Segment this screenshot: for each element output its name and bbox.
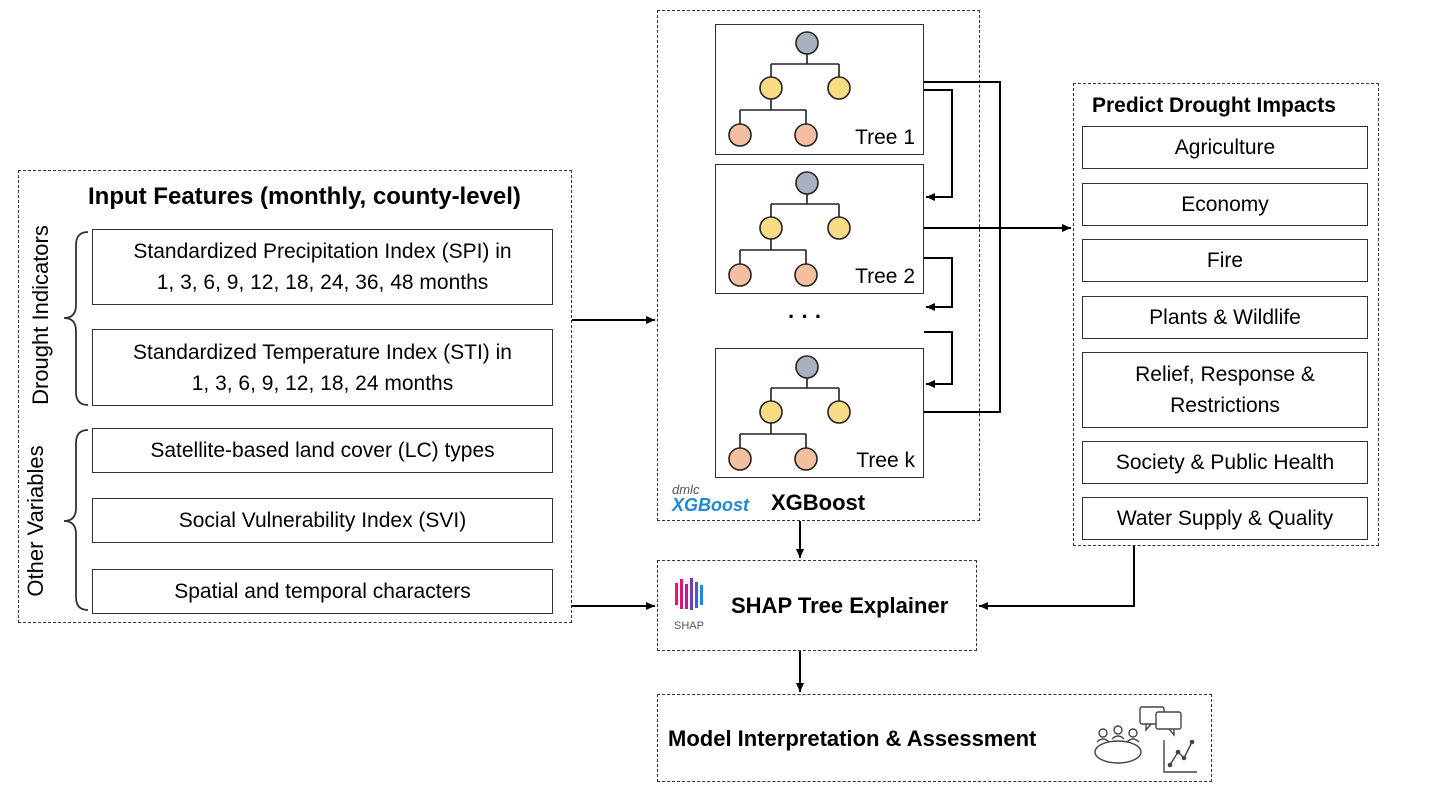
xgboost-logo: XGBoost — [672, 495, 750, 515]
tree-2-mid-node-right — [827, 216, 851, 240]
svi-feature-box: Social Vulnerability Index (SVI) — [92, 498, 553, 543]
tree-k-mid-node-right — [827, 400, 851, 424]
xgboost-panel — [657, 10, 980, 521]
tree-2-upper-edges — [770, 194, 840, 217]
xgboost-title: XGBoost — [771, 490, 866, 515]
tree-k-mid-node-left — [759, 400, 783, 424]
impact-society-health: Society & Public Health — [1082, 441, 1368, 484]
spi-line2: 1, 3, 6, 9, 12, 18, 24, 36, 48 months — [156, 271, 489, 294]
tree-k-lower-edges — [739, 423, 807, 448]
input-features-title: Input Features (monthly, county-level) — [88, 183, 521, 210]
spi-feature-box: Standardized Precipitation Index (SPI) i… — [92, 229, 553, 305]
tree-k-leaf-node-right — [794, 447, 818, 471]
dmlc-logo-text: dmlc — [672, 482, 700, 497]
tree-1-leaf-node-left — [728, 123, 752, 147]
land-cover-feature-box: Satellite-based land cover (LC) types — [92, 428, 553, 473]
tree1-output-line — [924, 81, 1001, 413]
shap-logo-icon — [675, 578, 703, 610]
tree-k-root-node — [795, 355, 819, 379]
drought-indicators-brace — [63, 231, 89, 406]
impacts-to-shap-arrow — [979, 546, 1135, 610]
impact-fire: Fire — [1082, 239, 1368, 282]
relief-line1: Relief, Response & — [1135, 363, 1315, 386]
impacts-title: Predict Drought Impacts — [1092, 94, 1336, 117]
tree-1-lower-edges — [739, 99, 807, 124]
relief-line2: Restrictions — [1170, 394, 1280, 417]
sti-line1: Standardized Temperature Index (STI) in — [133, 340, 512, 364]
tree-k-upper-edges — [770, 378, 840, 401]
tree-2-label: Tree 2 — [855, 265, 915, 288]
impact-water-supply: Water Supply & Quality — [1082, 497, 1368, 540]
spatial-temporal-feature-box: Spatial and temporal characters — [92, 569, 553, 614]
ellipsis-to-treek-arrow — [924, 331, 953, 388]
shap-title: SHAP Tree Explainer — [731, 593, 949, 618]
tree-2-leaf-node-left — [728, 263, 752, 287]
tree-2-root-node — [795, 171, 819, 195]
tree-1-upper-edges — [770, 54, 840, 77]
tree-1-mid-node-right — [827, 76, 851, 100]
spi-line1: Standardized Precipitation Index (SPI) i… — [133, 240, 512, 263]
interpretation-title: Model Interpretation & Assessment — [668, 726, 1037, 751]
impacts-panel — [1073, 83, 1379, 546]
tree-1-leaf-node-right — [794, 123, 818, 147]
shap-logo-text: SHAP — [674, 620, 704, 632]
impact-agriculture: Agriculture — [1082, 126, 1368, 169]
tree-diagrams — [728, 31, 851, 471]
tree-2-leaf-node-right — [794, 263, 818, 287]
tree-2-mid-node-left — [759, 216, 783, 240]
sti-feature-box: Standardized Temperature Index (STI) in … — [92, 329, 553, 406]
tree-k-leaf-node-left — [728, 447, 752, 471]
tree-1-root-node — [795, 31, 819, 55]
tree2-to-ellipsis-arrow — [924, 257, 953, 311]
other-variables-brace — [63, 429, 89, 611]
impact-plants-wildlife: Plants & Wildlife — [1082, 296, 1368, 339]
meeting-analysis-icon — [1094, 706, 1197, 773]
tree1-to-tree2-arrow — [924, 89, 953, 201]
tree-1-mid-node-left — [759, 76, 783, 100]
tree-1-label: Tree 1 — [855, 126, 915, 149]
input-features-panel — [18, 170, 572, 623]
impact-relief-response: Relief, Response & Restrictions — [1082, 352, 1368, 428]
sti-line2: 1, 3, 6, 9, 12, 18, 24 months — [191, 371, 454, 395]
tree-ellipsis: · · · — [788, 304, 823, 329]
tree-k-label: Tree k — [856, 449, 915, 472]
impact-economy: Economy — [1082, 183, 1368, 226]
tree-2-lower-edges — [739, 239, 807, 264]
interpretation-panel — [657, 694, 1212, 782]
shap-panel — [657, 560, 977, 651]
